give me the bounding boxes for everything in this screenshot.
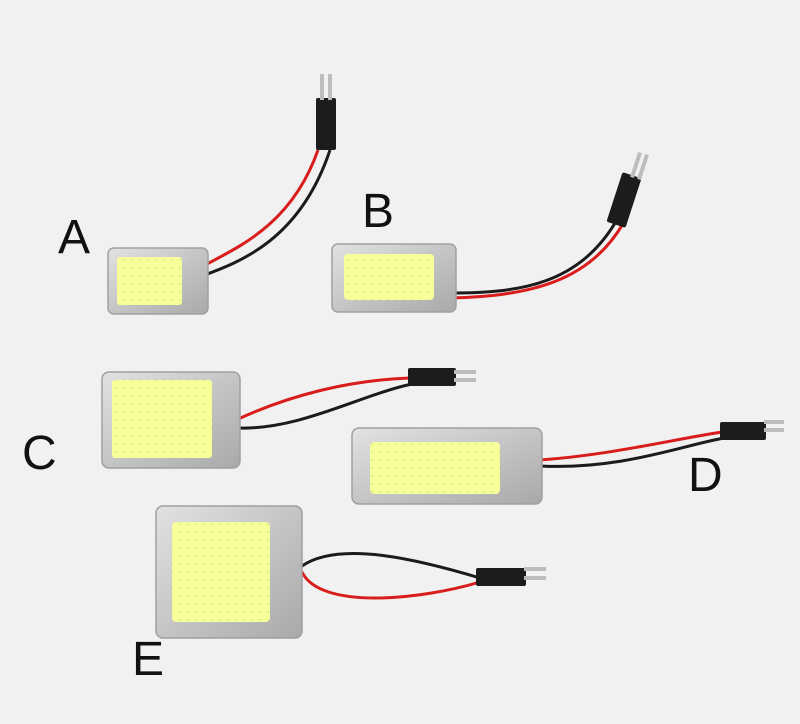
module-label-c: C [22,427,57,480]
led-module-d [351,420,784,505]
connector [720,422,766,440]
module-label-e: E [132,633,165,686]
connector [408,368,456,386]
connector [476,568,526,586]
module-label-d: D [688,449,723,502]
led-module-a [107,74,336,315]
module-label-a: A [58,211,91,264]
connector [316,98,336,150]
led-module-b [331,152,649,313]
led-module-e [155,505,546,639]
module-label-b: B [362,185,395,238]
connector [606,172,642,228]
led-module-c [101,368,476,469]
